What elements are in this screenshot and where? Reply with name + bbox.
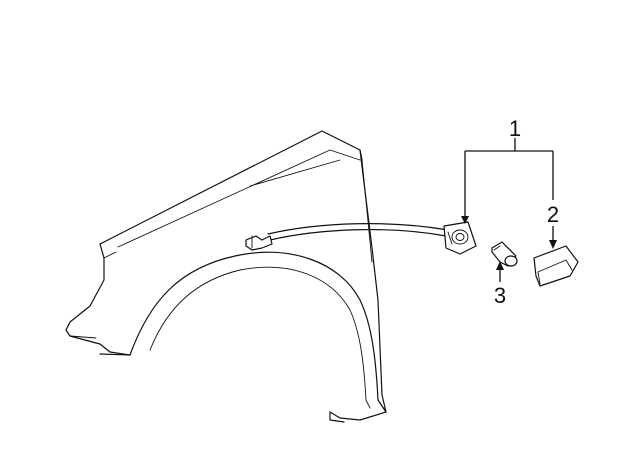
callout-leaders [461,138,557,282]
side-marker-housing [443,221,477,255]
callout-2: 2 [547,202,559,227]
arrow-to-lens [549,240,557,249]
arrow-to-bulb [496,261,504,270]
callout-3: 3 [494,283,506,308]
side-marker-lens [533,245,579,287]
bulb [491,241,518,267]
wire-harness [245,222,449,251]
arrow-to-housing [461,216,469,224]
callout-1: 1 [509,116,521,141]
fender-panel [65,130,387,423]
